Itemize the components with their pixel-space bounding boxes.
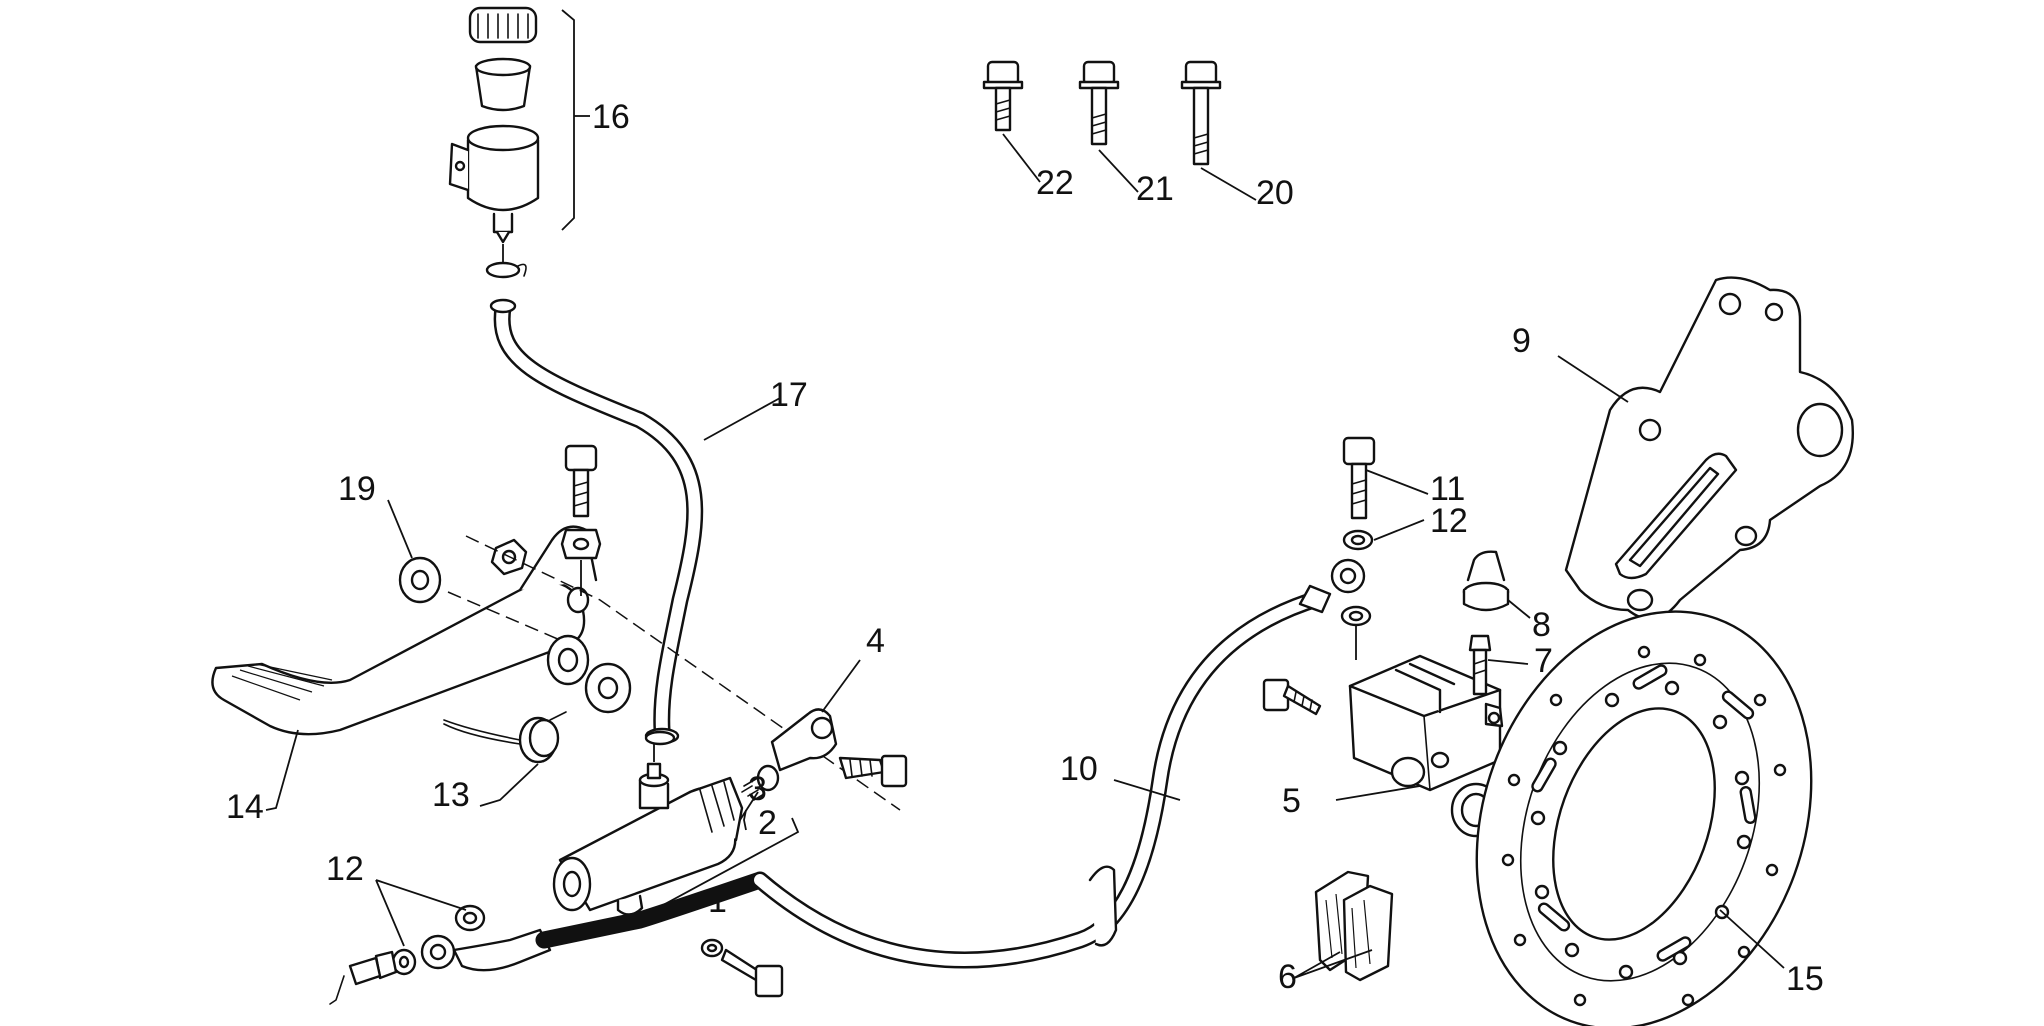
lower-banjo-assembly: 12 [326,850,552,1005]
clevis: 4 [770,622,908,788]
bolt-21: 21 [1078,60,1174,208]
bolt-20: 20 [1180,60,1294,212]
reservoir-hose: 17 [489,298,808,745]
reservoir-clip [485,261,527,279]
callout-12-left: 12 [326,850,364,888]
cylinder-clip [644,730,676,746]
reservoir-body [448,124,540,244]
callout-22: 22 [1036,164,1074,202]
pedal-washer-19: 19 [338,470,442,604]
caliper-bracket: 9 [1512,276,1854,621]
bolt-22: 22 [982,60,1074,202]
callout-3: 3 [748,770,767,808]
brake-hose: 10 [535,584,1332,969]
leader-17 [703,397,781,441]
callout-21: 21 [1136,170,1174,208]
return-spring: 13 [432,711,567,814]
disc-slots [1531,664,1757,962]
caliper-side-bolt [1262,678,1322,716]
callout-2: 2 [758,804,777,842]
brake-caliper: 5 [1282,654,1504,838]
callout-9: 9 [1512,322,1531,360]
callout-12-right: 12 [1430,502,1468,540]
reservoir-assembly: 16 [448,6,630,279]
reservoir-insert [474,57,532,112]
cylinder-mount-bolt [700,938,784,998]
callout-16: 16 [592,98,630,136]
callout-19: 19 [338,470,376,508]
brake-pads: 6 [1278,870,1394,996]
leader-1 [627,817,800,925]
pushrod: 3 2 [739,764,780,842]
bleed-cap: 8 [1462,550,1551,644]
bracket-16 [561,9,575,231]
pedal-bolt [560,444,602,596]
bleed-screw: 7 [1468,634,1553,696]
callout-11: 11 [1430,470,1465,508]
callout-13: 13 [432,776,470,814]
callout-14: 14 [226,788,264,826]
callout-8: 8 [1532,606,1551,644]
master-cylinder [552,730,744,916]
callout-15: 15 [1786,960,1824,998]
callout-6: 6 [1278,958,1297,996]
assembly-axis-lines [447,535,901,811]
disc-holes [1501,645,1787,1007]
callout-20: 20 [1256,174,1294,212]
reservoir-cap [468,6,538,44]
brake-disc: 15 [1475,610,1824,1026]
callout-5: 5 [1282,782,1301,820]
callout-7: 7 [1534,642,1553,680]
callout-17: 17 [770,376,808,414]
callout-10: 10 [1060,750,1098,788]
pedal-washer-right [584,662,632,714]
caliper-banjo-bolt: 11 12 [1330,436,1468,660]
callout-4: 4 [866,622,885,660]
